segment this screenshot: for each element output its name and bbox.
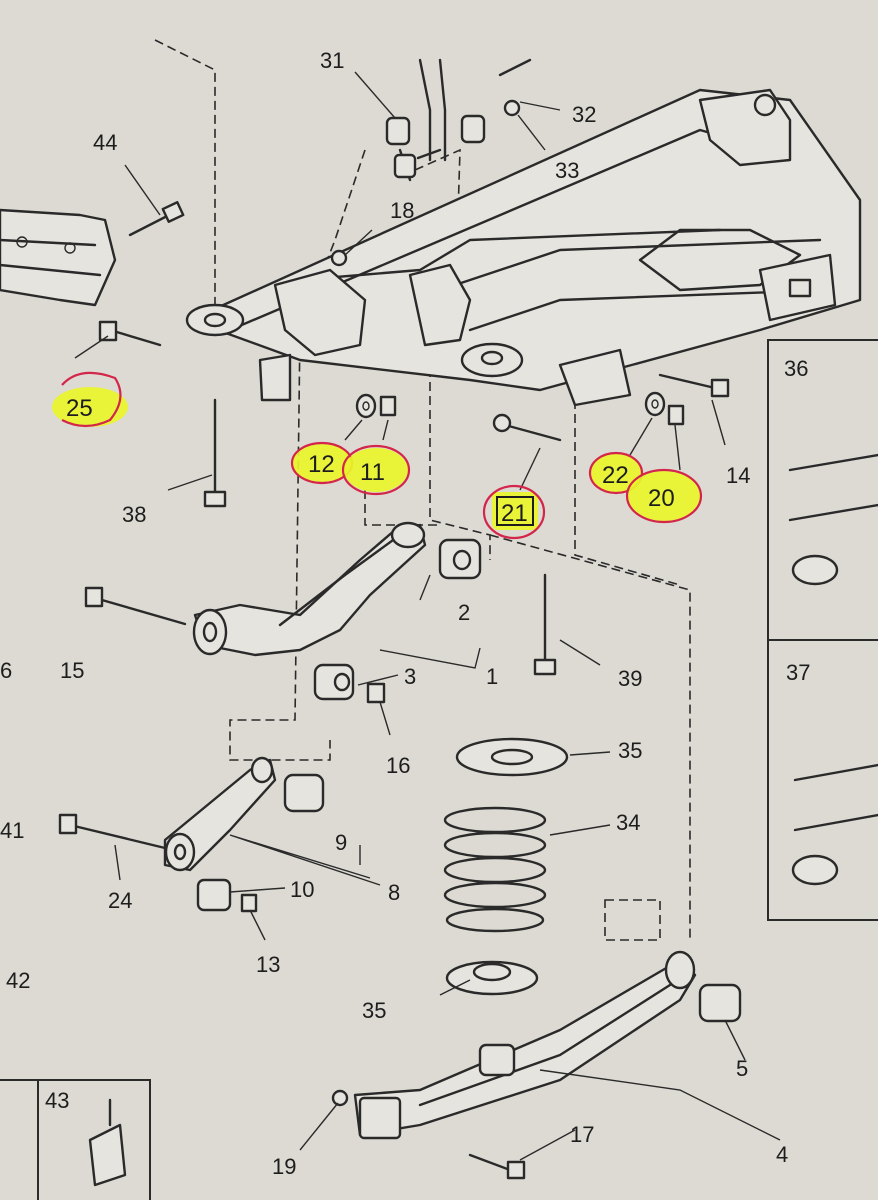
- highlight-21: [492, 492, 538, 530]
- callout-2: 2: [458, 600, 470, 625]
- ring-11: [341, 444, 411, 496]
- callout-16: 16: [386, 753, 410, 778]
- callout-1: 1: [486, 664, 498, 689]
- callout-39: 39: [618, 666, 642, 691]
- box-21: [496, 496, 534, 526]
- callout-4: 4: [776, 1142, 788, 1167]
- callout-10: 10: [290, 877, 314, 902]
- callout-43: 43: [45, 1088, 69, 1113]
- callout-15: 15: [60, 658, 84, 683]
- coil-spring-assembly: [443, 737, 569, 996]
- highlight-11: [344, 448, 408, 492]
- ring-22: [588, 451, 644, 495]
- bolts-upper: [98, 201, 730, 676]
- inset-boxes: [0, 339, 878, 1200]
- callout-37: 37: [786, 660, 810, 685]
- callout-44: 44: [93, 130, 117, 155]
- callout-38: 38: [122, 502, 146, 527]
- callout-8: 8: [388, 880, 400, 905]
- highlight-20: [628, 471, 700, 521]
- callout-numbers: 31 32 33 44 18 36 25 12 11 21 22 20 14 3…: [0, 48, 810, 1179]
- upper-control-arm: [84, 521, 482, 704]
- ring-25: [61, 371, 122, 428]
- highlight-marks: [52, 371, 703, 540]
- callout-11: 11: [360, 459, 385, 486]
- callout-35-lower: 35: [362, 998, 386, 1023]
- callout-12: 12: [308, 451, 335, 478]
- callout-20: 20: [648, 485, 675, 512]
- callout-31: 31: [320, 48, 344, 73]
- callout-13: 13: [256, 952, 280, 977]
- callout-33: 33: [555, 158, 579, 183]
- ring-20: [625, 468, 703, 524]
- highlight-12: [292, 444, 352, 482]
- stabilizer-link: [385, 58, 532, 182]
- callout-19: 19: [272, 1154, 296, 1179]
- callout-22: 22: [602, 462, 629, 489]
- left-partial-bracket: [0, 208, 117, 307]
- callout-36: 36: [784, 356, 808, 381]
- highlight-25: [52, 387, 128, 427]
- leader-lines: [74, 71, 781, 1161]
- callout-34: 34: [616, 810, 640, 835]
- subframe: [185, 88, 862, 407]
- callout-9: 9: [335, 830, 347, 855]
- callout-3: 3: [404, 664, 416, 689]
- highlight-22: [590, 453, 642, 493]
- callout-5: 5: [736, 1056, 748, 1081]
- callout-14: 14: [726, 463, 750, 488]
- callout-32: 32: [572, 102, 596, 127]
- callout-18: 18: [390, 198, 414, 223]
- callout-42: 42: [6, 968, 30, 993]
- trailing-arm: [331, 950, 742, 1180]
- callout-17: 17: [570, 1122, 594, 1147]
- callout-24: 24: [108, 888, 132, 913]
- washers-nuts: [355, 391, 685, 426]
- ring-21: [482, 484, 546, 540]
- lower-link-arm: [58, 756, 325, 913]
- callout-6: 6: [0, 658, 12, 683]
- callout-25: 25: [66, 395, 93, 422]
- callout-35-upper: 35: [618, 738, 642, 763]
- callout-41: 41: [0, 818, 24, 843]
- callout-21: 21: [501, 500, 528, 527]
